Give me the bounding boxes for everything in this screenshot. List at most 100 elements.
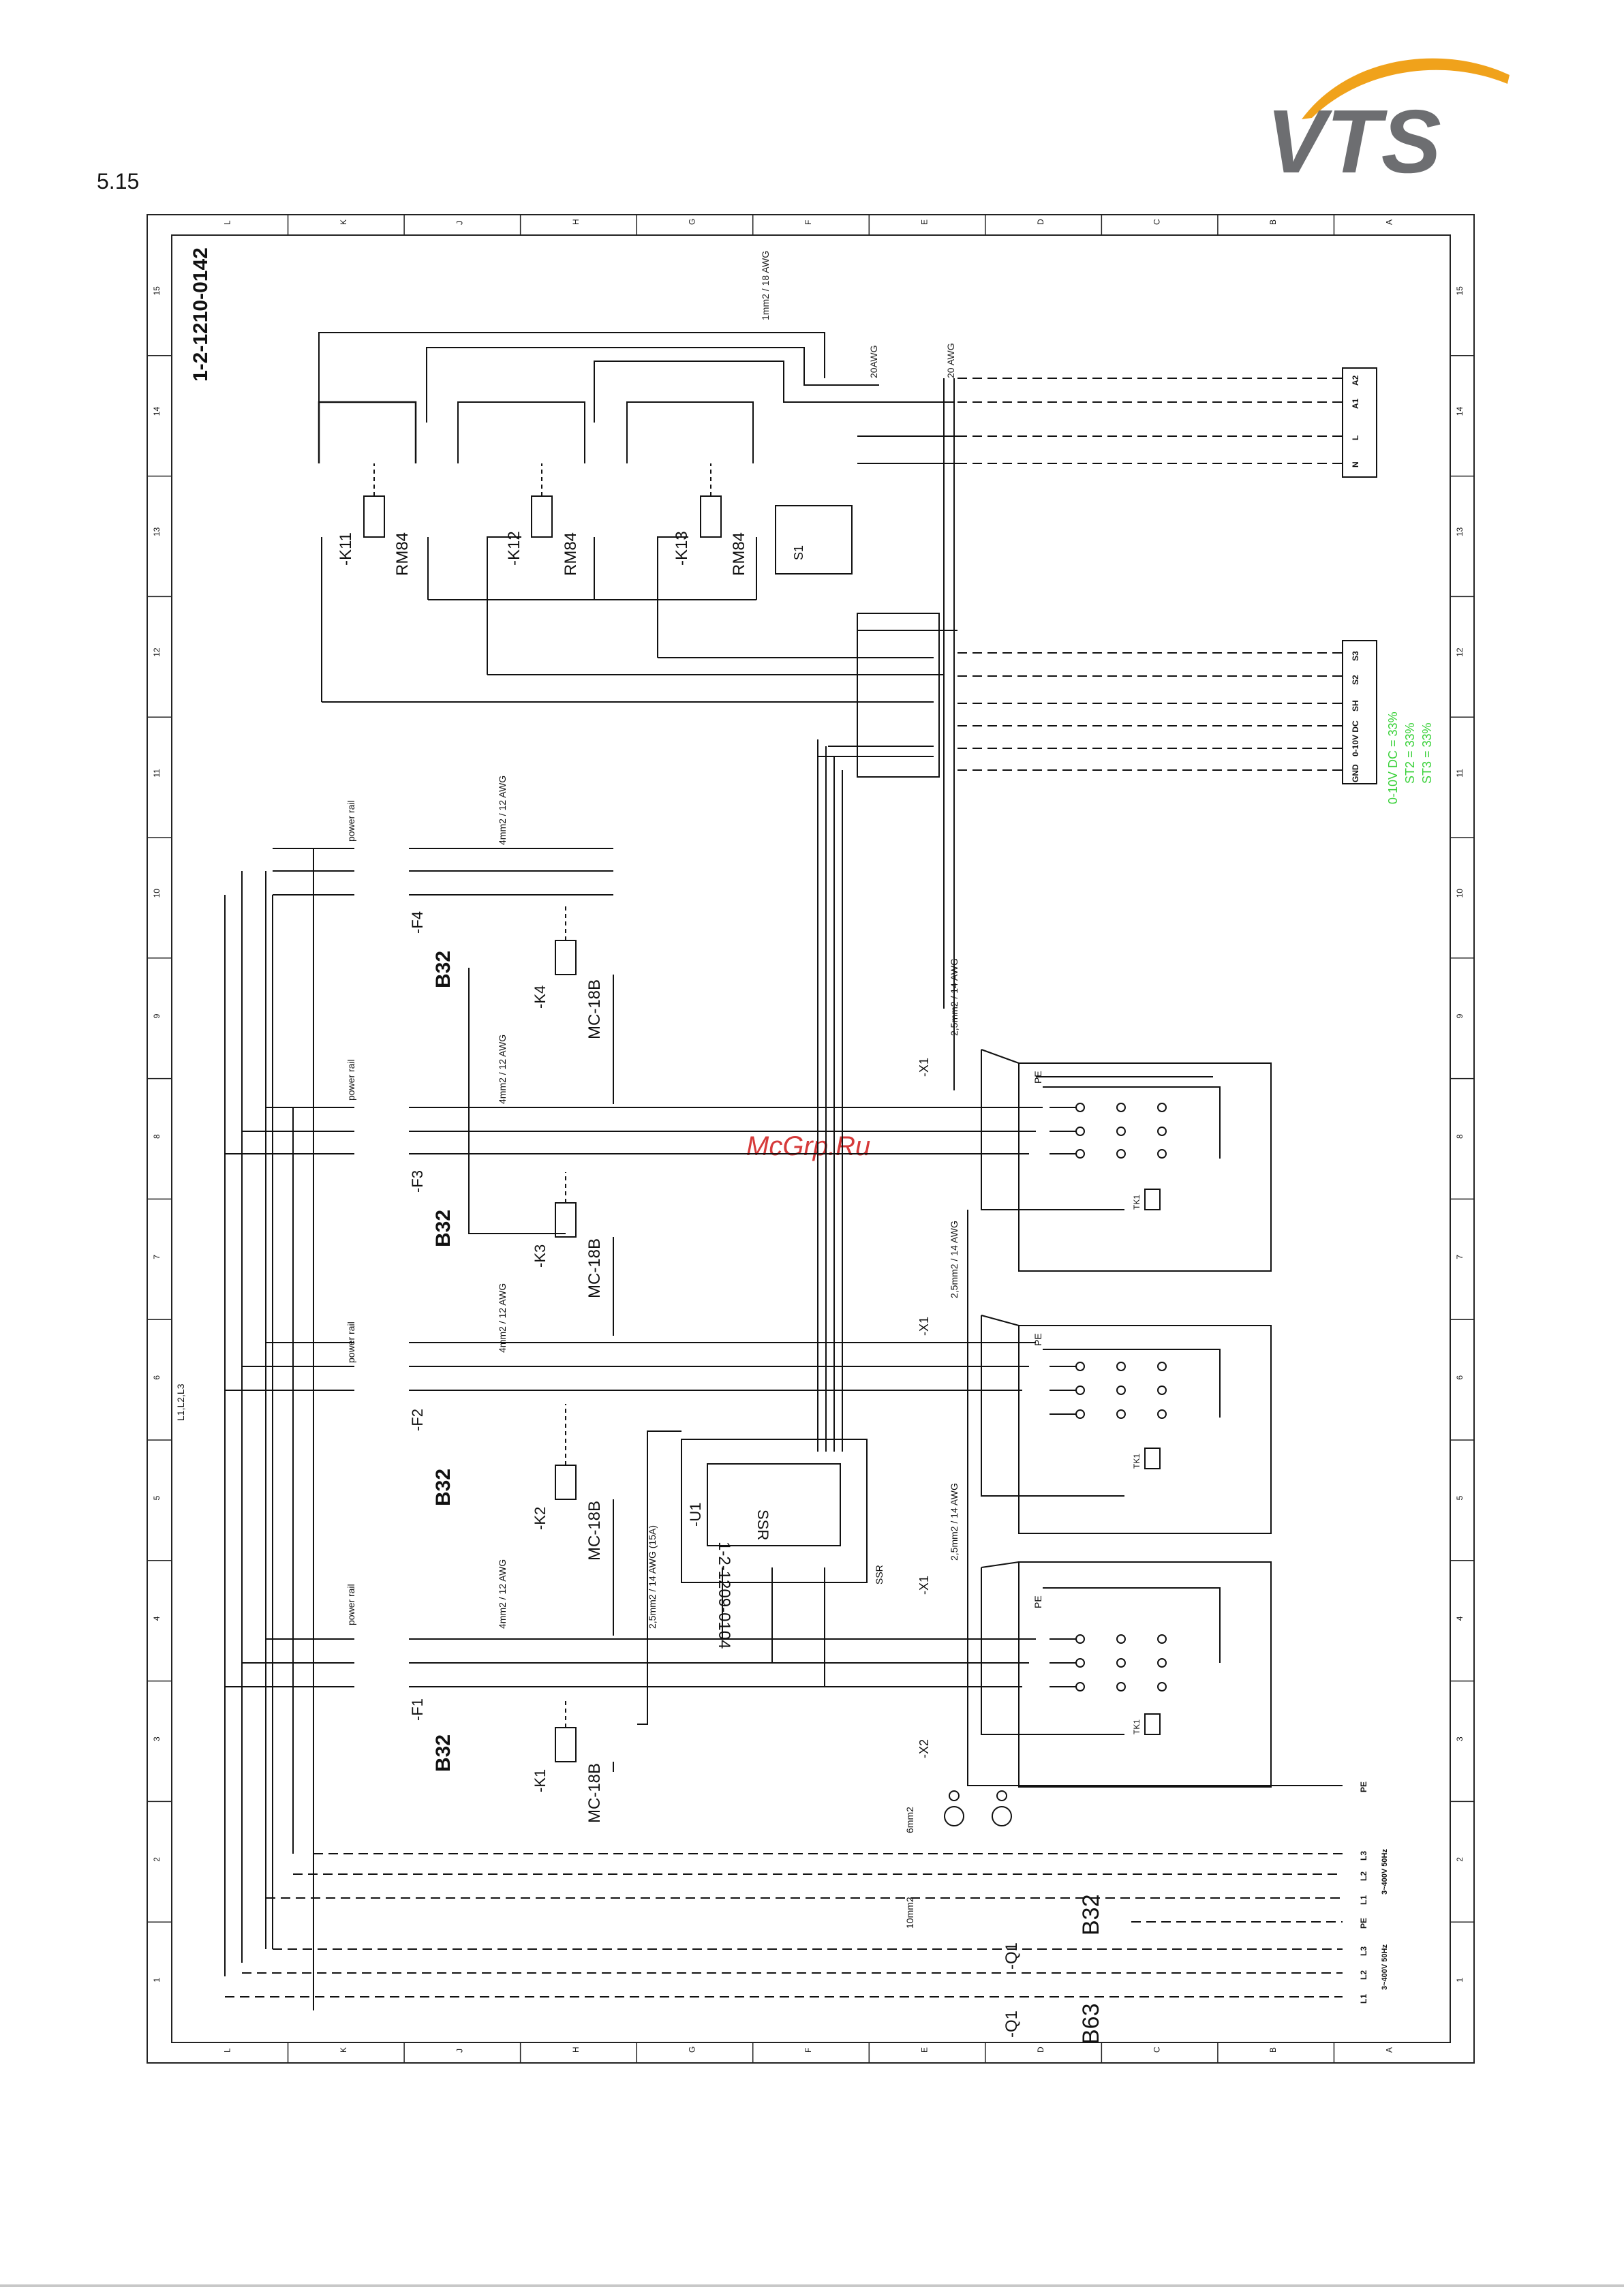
zone-column-label: J <box>455 221 464 225</box>
supply-lines <box>225 1853 1343 1997</box>
zone-row-label: 1 <box>152 1978 162 1983</box>
terminal-s3: S3 <box>1351 651 1360 661</box>
inner-frame <box>171 234 1451 2043</box>
breaker-f4-rating: B32 <box>432 951 455 988</box>
terminal-s2: S2 <box>1351 675 1360 685</box>
heater-wire-label-2: 2,5mm2 / 14 AWG <box>949 1221 960 1298</box>
ssr-frame-label: SSR <box>874 1565 885 1585</box>
section-number: 5.15 <box>97 169 140 194</box>
supply-wire-small: 6mm2 <box>904 1807 915 1833</box>
zone-row-label: 10 <box>152 889 162 898</box>
relay-k13-type: RM84 <box>730 532 748 576</box>
heater-2-tk1: TK1 <box>1132 1454 1142 1469</box>
power-wire-label-4: 4mm2 / 12 AWG <box>497 1559 508 1629</box>
zone-row-label: 13 <box>1455 527 1465 536</box>
terminal-a2: A2 <box>1351 375 1360 386</box>
zone-row-label: 2 <box>1455 1857 1465 1862</box>
breaker-f1-rating: B32 <box>432 1734 455 1772</box>
zone-ticks <box>147 215 1474 2063</box>
control-terminal-lines <box>957 378 1343 771</box>
contactor-k2-type: MC-18B <box>585 1501 604 1561</box>
zone-row-label: 7 <box>1455 1255 1465 1259</box>
zone-row-label: 11 <box>152 769 162 778</box>
control-terminal-strip <box>1342 367 1377 784</box>
zone-row-label: 2 <box>152 1857 162 1862</box>
main-switch-q1-b-rating: B32 <box>1078 1895 1104 1936</box>
ssr-feed-label: 2,5mm2 / 14 AWG (15A) <box>647 1525 658 1629</box>
supply-l3-a: L3 <box>1359 1851 1368 1861</box>
heater-wire-label-1: 2,5mm2 / 14 AWG <box>949 958 960 1036</box>
green-note-1: 0-10V DC = 33% <box>1386 711 1400 804</box>
supply-l2-b: L2 <box>1359 1970 1368 1980</box>
supply-rating-a: 3~400V 50Hz <box>1381 1849 1389 1895</box>
contactor-k2-name: -K2 <box>532 1507 549 1530</box>
zone-column-label: G <box>687 2047 696 2053</box>
terminal-n: N <box>1351 461 1360 468</box>
zone-row-label: 9 <box>1455 1013 1465 1018</box>
main-switch-q1-a: -Q1 <box>1002 2010 1021 2038</box>
relay-k13-name: -K13 <box>673 531 691 566</box>
logo-text: VTS <box>1266 91 1441 181</box>
contactor-k4-type: MC-18B <box>585 979 604 1039</box>
zone-row-label: 10 <box>1455 889 1465 898</box>
green-note-3: ST3 = 33% <box>1420 722 1434 784</box>
zone-row-label: 4 <box>152 1616 162 1621</box>
zone-column-label: C <box>1152 219 1162 225</box>
breaker-f1-name: -F1 <box>409 1698 426 1721</box>
relay-k12-type: RM84 <box>562 532 580 576</box>
zone-row-label: 3 <box>152 1736 162 1741</box>
zone-column-label: B <box>1268 2047 1278 2053</box>
relay-k12-name: -K12 <box>505 531 523 566</box>
power-rail-label-1: power rail <box>346 800 356 842</box>
supply-l3-b: L3 <box>1359 1946 1368 1956</box>
logo-swoosh <box>1302 58 1510 119</box>
supply-rating-b: 3~400V 50Hz <box>1381 1944 1389 1990</box>
zone-column-label: D <box>1036 219 1045 225</box>
heater-wire-label-3: 2,5mm2 / 14 AWG <box>949 1483 960 1561</box>
power-rail-label-4: power rail <box>346 1584 356 1625</box>
terminal-a1: A1 <box>1351 398 1360 409</box>
power-wire-label-1: 4mm2 / 12 AWG <box>497 776 508 845</box>
zone-column-label: H <box>571 2047 581 2053</box>
breaker-f3-name: -F3 <box>409 1170 426 1193</box>
zone-row-label: 12 <box>152 647 162 657</box>
ssr-part: 1-2-1209-0104 <box>715 1542 733 1649</box>
zone-row-label: 5 <box>152 1495 162 1500</box>
zone-row-label: 13 <box>152 527 162 536</box>
zone-column-label: J <box>455 2049 464 2053</box>
relay-k11-name: -K11 <box>337 532 355 566</box>
breaker-f2-name: -F2 <box>409 1409 426 1431</box>
zone-row-label: 6 <box>1455 1375 1465 1380</box>
zone-column-label: D <box>1036 2047 1045 2053</box>
heater-2-pe: PE <box>1032 1333 1043 1346</box>
ssr-label: SSR <box>754 1510 771 1540</box>
zone-row-label: 11 <box>1455 769 1465 778</box>
breaker-f2-rating: B32 <box>432 1469 455 1506</box>
power-rail-label-2: power rail <box>346 1059 356 1101</box>
zone-row-label: 6 <box>152 1375 162 1380</box>
page-bottom-rule <box>0 2284 1624 2287</box>
control-relay-block <box>318 332 957 1090</box>
zone-column-label: A <box>1385 219 1394 225</box>
zone-row-label: 5 <box>1455 1495 1465 1500</box>
watermark: McGrp.Ru <box>746 1131 871 1161</box>
outer-frame <box>147 214 1475 2064</box>
terminal-x1-c: -X1 <box>917 1576 931 1595</box>
zone-row-label: 7 <box>152 1255 162 1259</box>
zone-column-label: L <box>222 2048 232 2053</box>
terminal-0-10v: 0-10V DC <box>1351 720 1360 756</box>
zone-column-label: C <box>1152 2047 1162 2053</box>
bus-label: L1,L2,L3 <box>175 1383 186 1421</box>
contactor-k1-name: -K1 <box>532 1769 549 1792</box>
power-wire-label-3: 4mm2 / 12 AWG <box>497 1283 508 1353</box>
main-switch-q1-a-rating: B63 <box>1078 2004 1104 2045</box>
terminal-x2: -X2 <box>917 1739 931 1758</box>
terminal-x1-b: -X1 <box>917 1317 931 1336</box>
green-note-2: ST2 = 33% <box>1403 722 1417 784</box>
zone-row-label: 8 <box>152 1134 162 1139</box>
supply-pe-a: PE <box>1359 1918 1368 1929</box>
zone-row-label: 1 <box>1455 1978 1465 1983</box>
